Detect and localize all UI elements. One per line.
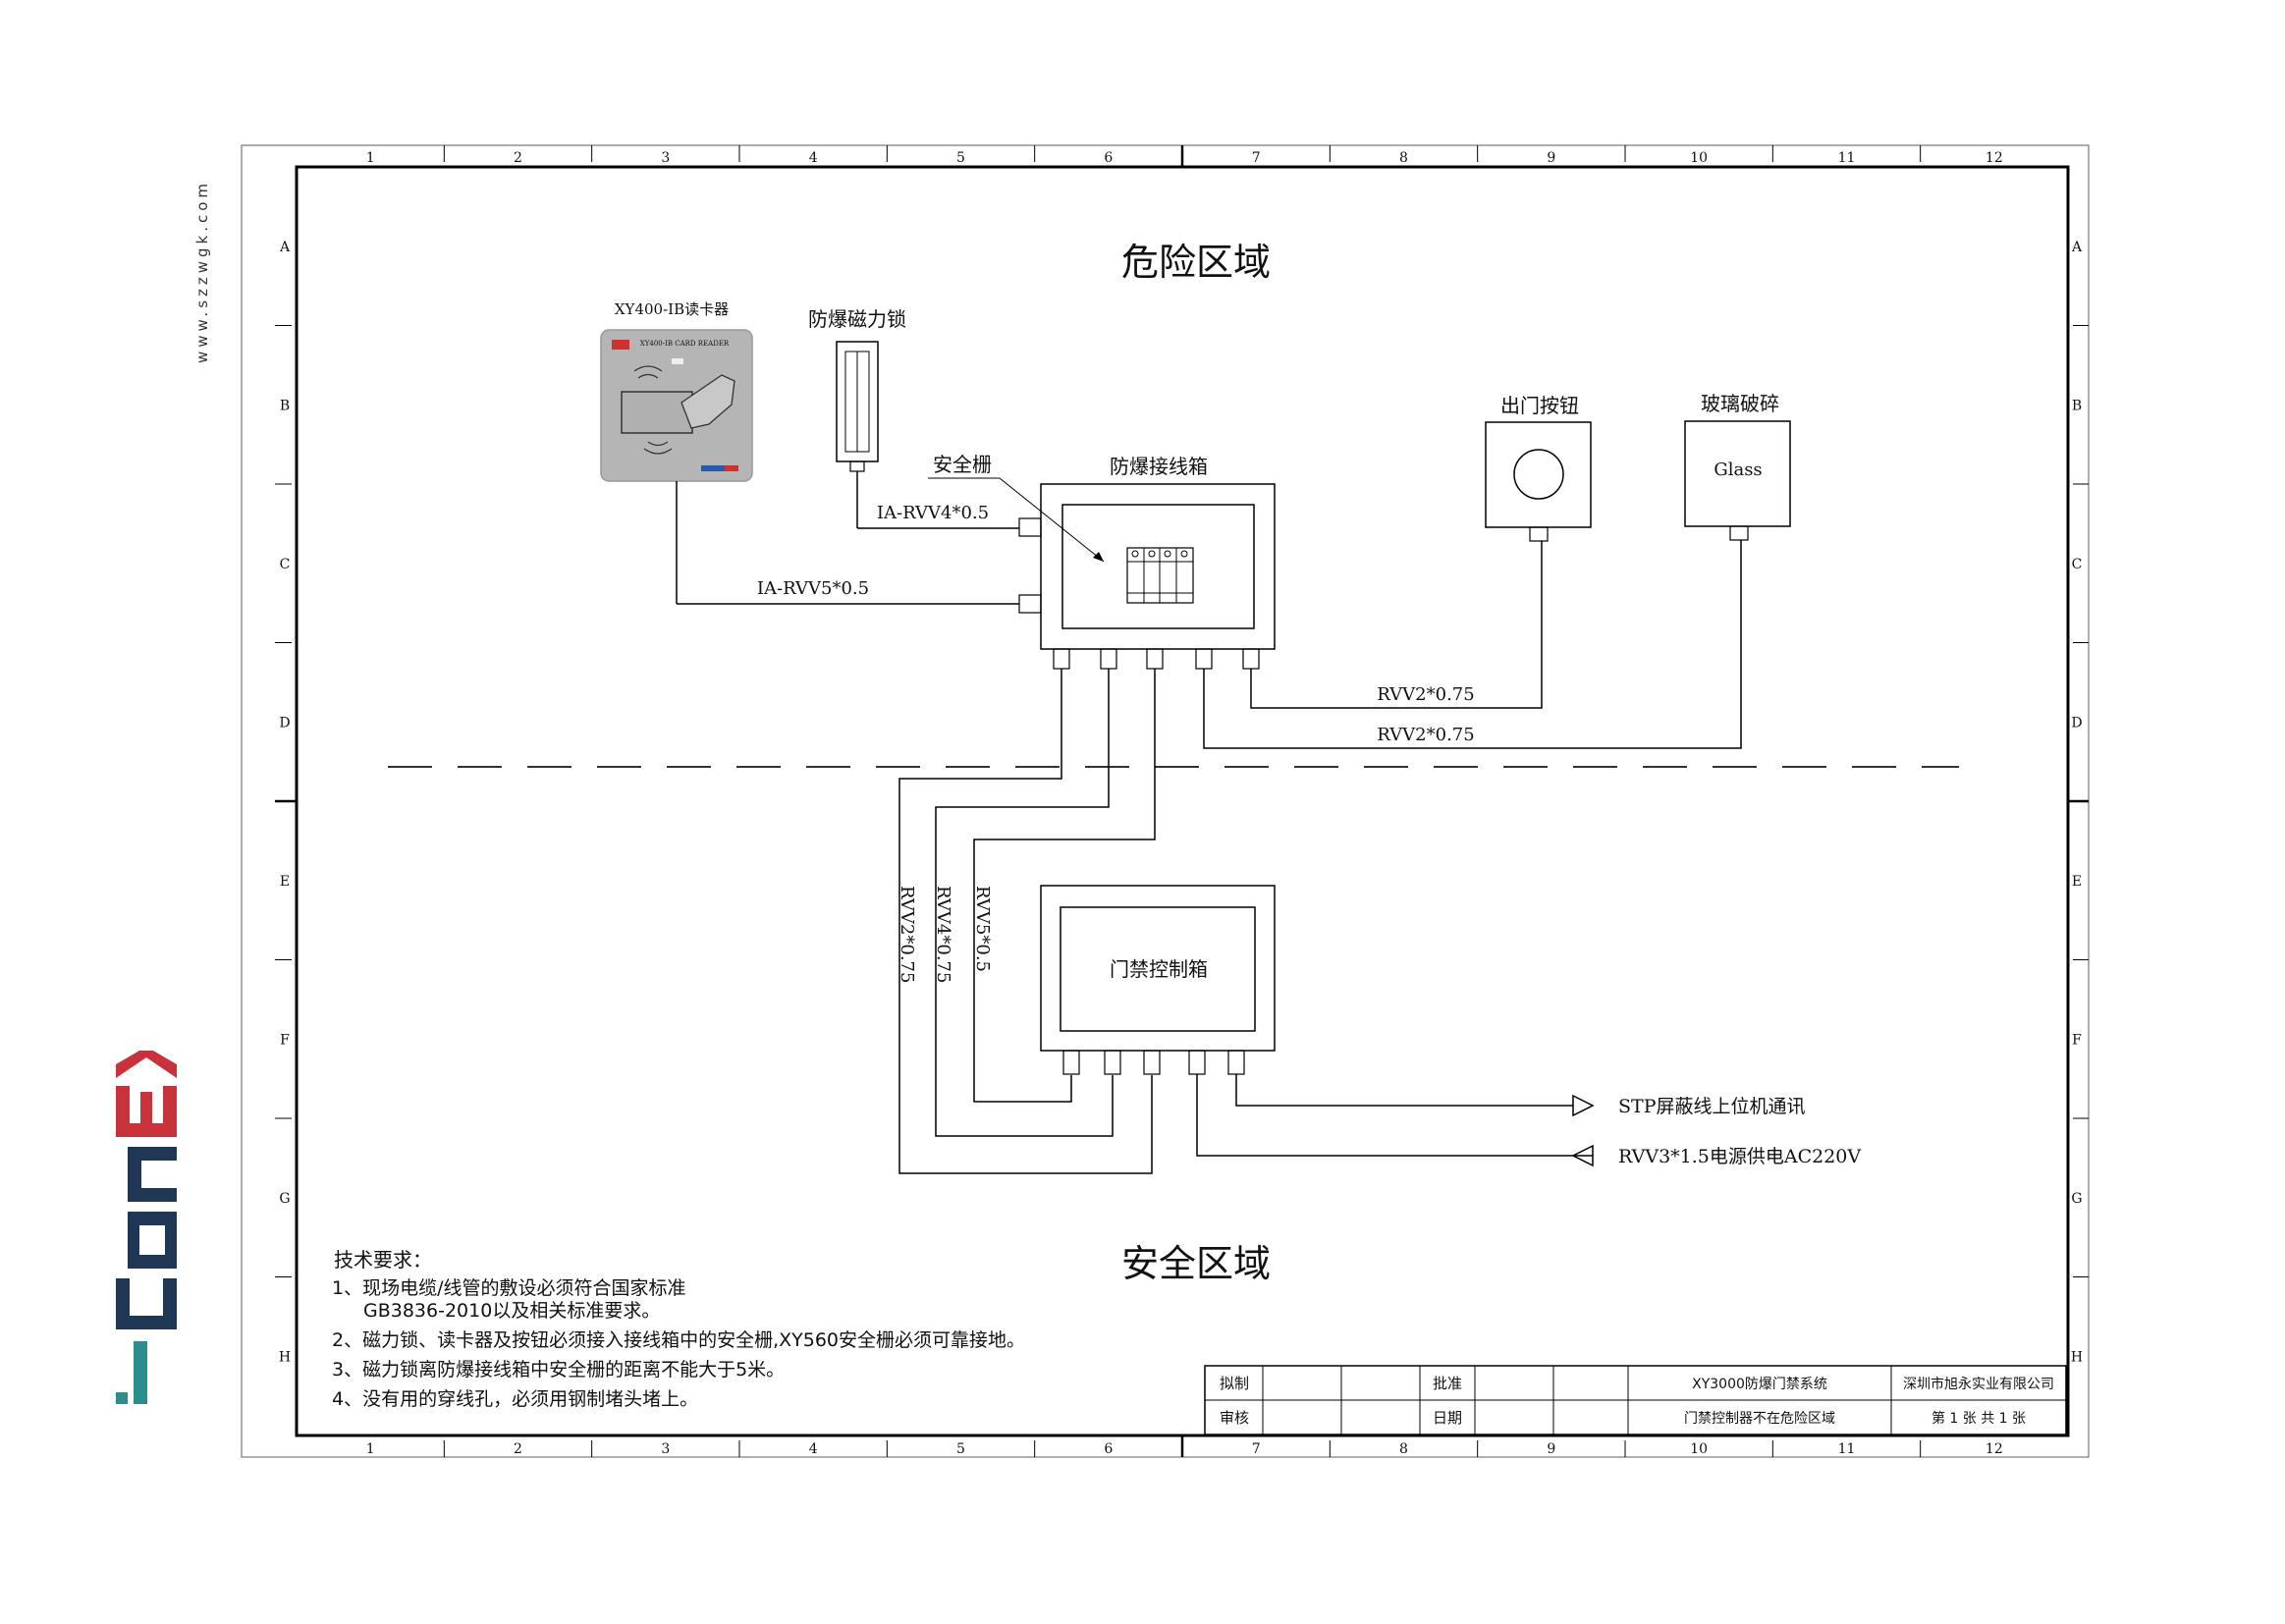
title-block	[1204, 1365, 2067, 1435]
glass-break-label: 玻璃破碎	[1701, 392, 1779, 415]
grid-row-label: C	[2072, 557, 2083, 572]
vert-wire-a	[898, 669, 1153, 1174]
vert-cable-label-a: RVV2*0.75	[897, 886, 917, 983]
tb-approved: 批准	[1433, 1375, 1462, 1392]
grid-row-label: B	[2072, 398, 2082, 413]
grid-col-label: 5	[956, 150, 965, 166]
mag-lock	[836, 341, 879, 472]
glass-break-text: Glass	[1714, 460, 1762, 480]
note-4: 4、没有用的穿线孔，必须用钢制堵头堵上。	[332, 1388, 698, 1410]
stp-wire	[1235, 1074, 1573, 1107]
grid-row-label: A	[279, 240, 291, 255]
tb-reviewed: 审核	[1220, 1409, 1249, 1427]
grid-row-label: A	[2071, 240, 2083, 255]
note-3: 3、磁力锁离防爆接线箱中安全栅的距离不能大于5米。	[332, 1359, 785, 1380]
stp-cable-label: STP屏蔽线上位机通讯	[1618, 1096, 1805, 1117]
grid-row-label: F	[280, 1032, 290, 1048]
grid-col-label: 8	[1399, 150, 1408, 166]
grid-col-label: 9	[1547, 1441, 1555, 1457]
stp-arrow	[1572, 1094, 1595, 1117]
grid-col-label: 4	[809, 150, 818, 166]
grid-col-label: 10	[1690, 150, 1708, 166]
grid-col-label: 11	[1838, 1441, 1856, 1457]
power-arrow	[1571, 1144, 1594, 1167]
grid-col-label: 2	[514, 1441, 522, 1457]
mag-lock-label: 防爆磁力锁	[808, 307, 906, 331]
grid-col-label: 3	[661, 150, 670, 166]
vert-cable-label-b: RVV4*0.75	[933, 886, 953, 983]
glass-wire	[1203, 540, 1742, 749]
danger-zone-title: 危险区域	[1121, 241, 1271, 284]
grid-col-label: 4	[809, 1441, 818, 1457]
grid-col-label: 8	[1399, 1441, 1408, 1457]
notes-title: 技术要求：	[334, 1248, 432, 1272]
exit-button-label: 出门按钮	[1500, 394, 1579, 417]
grid-col-label: 9	[1547, 150, 1555, 166]
safety-barrier-leader-2	[999, 477, 1105, 563]
power-cable-label: RVV3*1.5电源供电AC220V	[1618, 1146, 1861, 1167]
terminal-block	[1126, 547, 1194, 604]
grid-row-label: E	[280, 874, 290, 890]
tb-date: 日期	[1433, 1409, 1462, 1427]
glass-cable-label: RVV2*0.75	[1377, 725, 1474, 745]
tb-system: XY3000防爆门禁系统	[1692, 1377, 1827, 1392]
safety-barrier-label: 安全栅	[933, 453, 992, 476]
grid-col-label: 2	[514, 150, 522, 166]
brand-logo	[116, 1051, 177, 1404]
vert-cable-label-c: RVV5*0.5	[972, 886, 993, 972]
grid-row-label: B	[280, 398, 290, 413]
tb-company: 深圳市旭永实业有限公司	[1903, 1376, 2054, 1392]
controller-box	[1040, 885, 1276, 1075]
lock-cable-label: IA-RVV4*0.5	[877, 503, 989, 523]
grid-row-label: D	[279, 715, 290, 731]
grid-row-label: H	[279, 1349, 291, 1365]
grid-col-label: 1	[366, 1441, 375, 1457]
reader-cable-label: IA-RVV5*0.5	[757, 578, 869, 599]
vert-wire-b	[935, 669, 1114, 1137]
note-1: 1、现场电缆/线管的敷设必须符合国家标准	[332, 1277, 686, 1299]
grid-row-label: G	[279, 1191, 290, 1207]
grid-col-label: 11	[1838, 150, 1856, 166]
junction-box-label: 防爆接线箱	[1110, 455, 1208, 478]
grid-col-label: 1	[366, 150, 375, 166]
grid-col-label: 5	[956, 1441, 965, 1457]
card-reader: XY400-IB CARD READER	[600, 329, 753, 482]
grid-col-label: 7	[1252, 1441, 1261, 1457]
exit-button	[1485, 421, 1592, 542]
grid-col-label: 7	[1252, 150, 1261, 166]
junction-box	[1018, 483, 1276, 670]
grid-col-label: 6	[1104, 1441, 1113, 1457]
grid-row-label: F	[2072, 1032, 2082, 1048]
note-2: 2、磁力锁、读卡器及按钮必须接入接线箱中的安全栅,XY560安全栅必须可靠接地。	[332, 1329, 1025, 1351]
exit-button-wire	[1250, 541, 1543, 709]
tb-sheet: 第 1 张 共 1 张	[1931, 1410, 2026, 1427]
power-wire	[1196, 1074, 1593, 1157]
exit-button-cable-label: RVV2*0.75	[1377, 684, 1474, 705]
grid-col-label: 12	[1986, 150, 2003, 166]
card-reader-face-text: XY400-IB CARD READER	[640, 340, 730, 348]
grid-row-label: C	[280, 557, 291, 572]
grid-row-label: D	[2071, 715, 2082, 731]
grid-col-label: 10	[1690, 1441, 1708, 1457]
tb-drafted: 拟制	[1220, 1375, 1249, 1392]
safe-zone-title: 安全区域	[1121, 1242, 1271, 1285]
grid-row-label: G	[2071, 1191, 2082, 1207]
note-1b: GB3836-2010以及相关标准要求。	[363, 1300, 660, 1322]
grid-col-label: 3	[661, 1441, 670, 1457]
grid-col-label: 6	[1104, 150, 1113, 166]
glass-break: Glass	[1684, 420, 1791, 541]
grid-row-label: E	[2072, 874, 2082, 890]
vert-wire-c	[973, 669, 1156, 1103]
controller-box-label: 门禁控制箱	[1110, 957, 1208, 981]
grid-row-label: H	[2071, 1349, 2083, 1365]
tb-note: 门禁控制器不在危险区域	[1684, 1411, 1835, 1427]
card-reader-label: XY400-IB读卡器	[615, 300, 729, 318]
grid-col-label: 12	[1986, 1441, 2003, 1457]
